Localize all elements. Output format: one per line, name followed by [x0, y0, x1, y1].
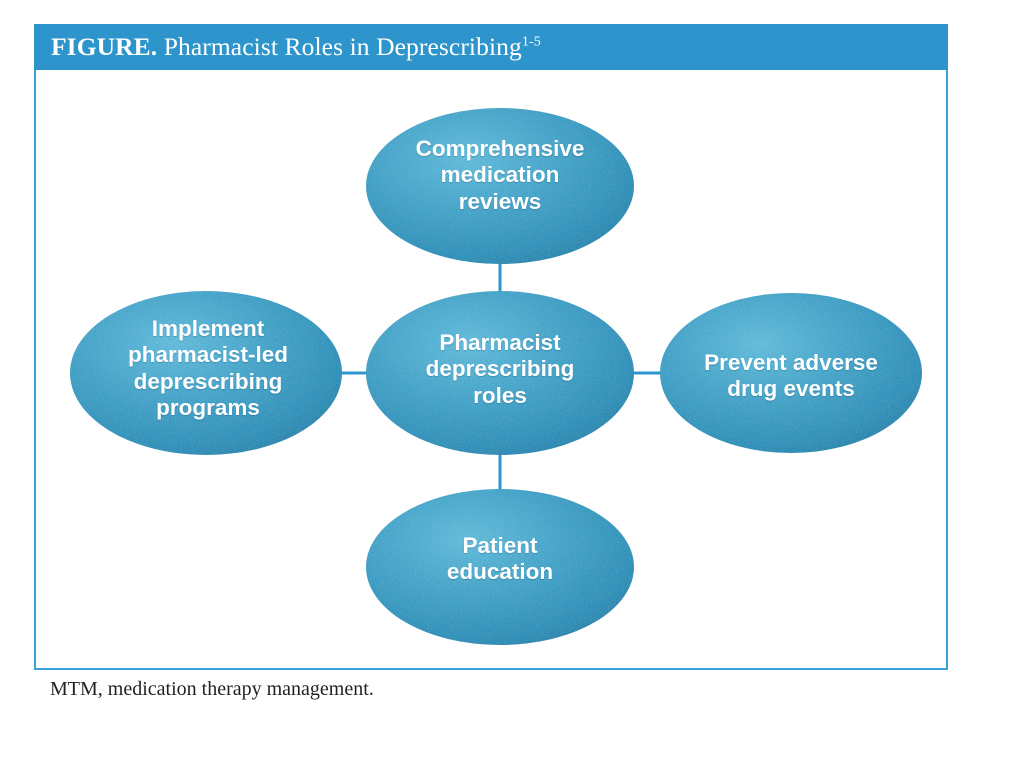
node-label-prevent-adverse-drug-events: Prevent adverse drug events — [704, 350, 878, 402]
node-label-comprehensive-medication-reviews: Comprehensive medication reviews — [415, 136, 585, 214]
node-label-implement-pharmacist-led-deprescribing-programs: Implement pharmacist-led deprescribing p… — [127, 316, 289, 420]
figure-footnote: MTM, medication therapy management. — [50, 678, 374, 700]
figure-header-bar: FIGURE. Pharmacist Roles in Deprescribin… — [34, 24, 948, 70]
figure-title-text: Pharmacist Roles in Deprescribing — [163, 32, 522, 62]
figure-label: FIGURE. — [51, 32, 158, 62]
figure-header-title: FIGURE. Pharmacist Roles in Deprescribin… — [51, 34, 541, 60]
node-label-pharmacist-deprescribing-roles: Pharmacist deprescribing roles — [425, 330, 575, 408]
figure-title-superscript: 1-5 — [521, 34, 541, 50]
node-label-patient-education: Patient education — [446, 533, 554, 585]
